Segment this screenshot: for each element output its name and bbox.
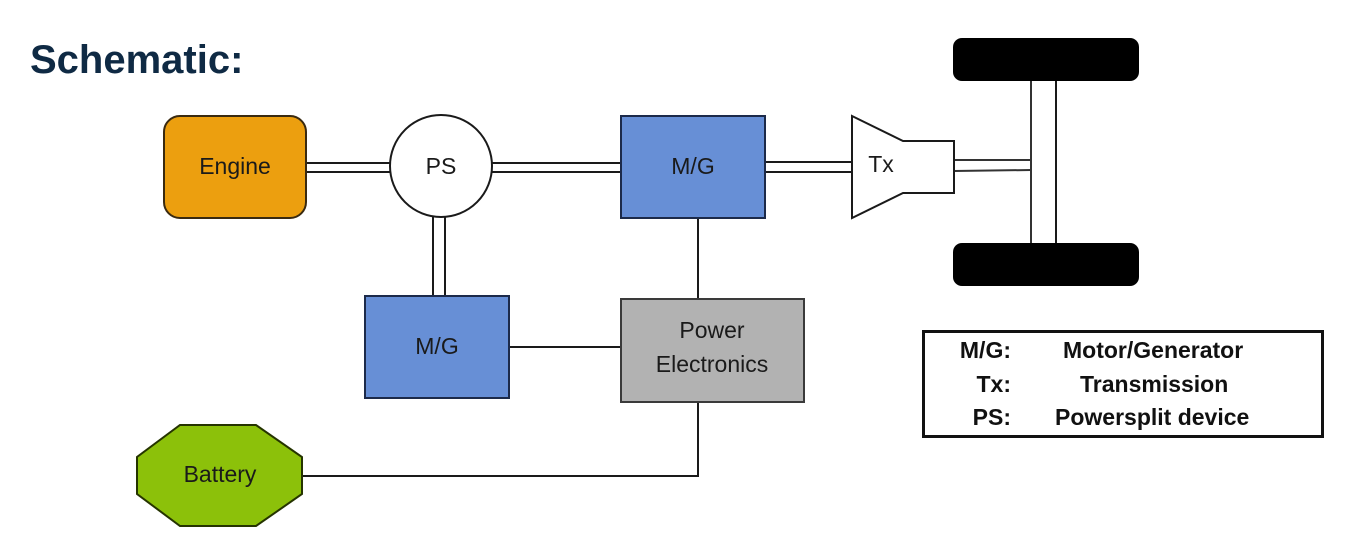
- legend-abbr: PS:: [972, 404, 1011, 430]
- power-electronics-block[interactable]: Power Electronics: [620, 298, 805, 403]
- legend-box: M/G: Motor/Generator Tx: Transmission PS…: [922, 330, 1324, 438]
- powersplit-device[interactable]: PS: [389, 114, 493, 218]
- legend-abbr: Tx:: [976, 371, 1012, 397]
- wheel-bottom-icon: [953, 243, 1139, 286]
- power-electronics-label-line2: Electronics: [656, 351, 768, 377]
- legend-definition: Motor/Generator: [1063, 337, 1244, 363]
- motor-generator-bottom[interactable]: M/G: [364, 295, 510, 399]
- legend-abbr: M/G:: [959, 337, 1011, 363]
- legend-definition: Transmission: [1080, 371, 1229, 397]
- mg-bottom-label: M/G: [415, 333, 458, 359]
- legend-item: Tx: Transmission: [925, 368, 1321, 400]
- battery-label: Battery: [184, 461, 257, 487]
- legend-definition: Powersplit device: [1055, 404, 1250, 430]
- engine-block[interactable]: Engine: [163, 115, 307, 219]
- engine-label: Engine: [199, 153, 271, 179]
- mg-top-label: M/G: [671, 153, 714, 179]
- motor-generator-top[interactable]: M/G: [620, 115, 766, 219]
- legend-item: M/G: Motor/Generator: [925, 334, 1321, 366]
- battery-block[interactable]: Battery: [136, 424, 303, 527]
- shaft-engine-ps: [306, 162, 391, 173]
- power-electronics-label-line1: Power: [679, 317, 745, 343]
- diagram-title: Schematic:: [30, 38, 244, 82]
- transmission-block[interactable]: Tx: [851, 114, 955, 220]
- powersplit-label: PS: [426, 153, 457, 179]
- shaft-mg-tx: [765, 161, 858, 173]
- transmission-label: Tx: [868, 151, 894, 177]
- shaft-ps-mg-bottom: [432, 217, 446, 296]
- wire-pe-battery: [302, 402, 699, 477]
- shaft-ps-mg-top: [492, 162, 621, 173]
- shaft-tx-axle: [953, 159, 1032, 172]
- legend-item: PS: Powersplit device: [925, 401, 1321, 433]
- wheel-top-icon: [953, 38, 1139, 81]
- wheel-axle-icon: [953, 38, 1139, 286]
